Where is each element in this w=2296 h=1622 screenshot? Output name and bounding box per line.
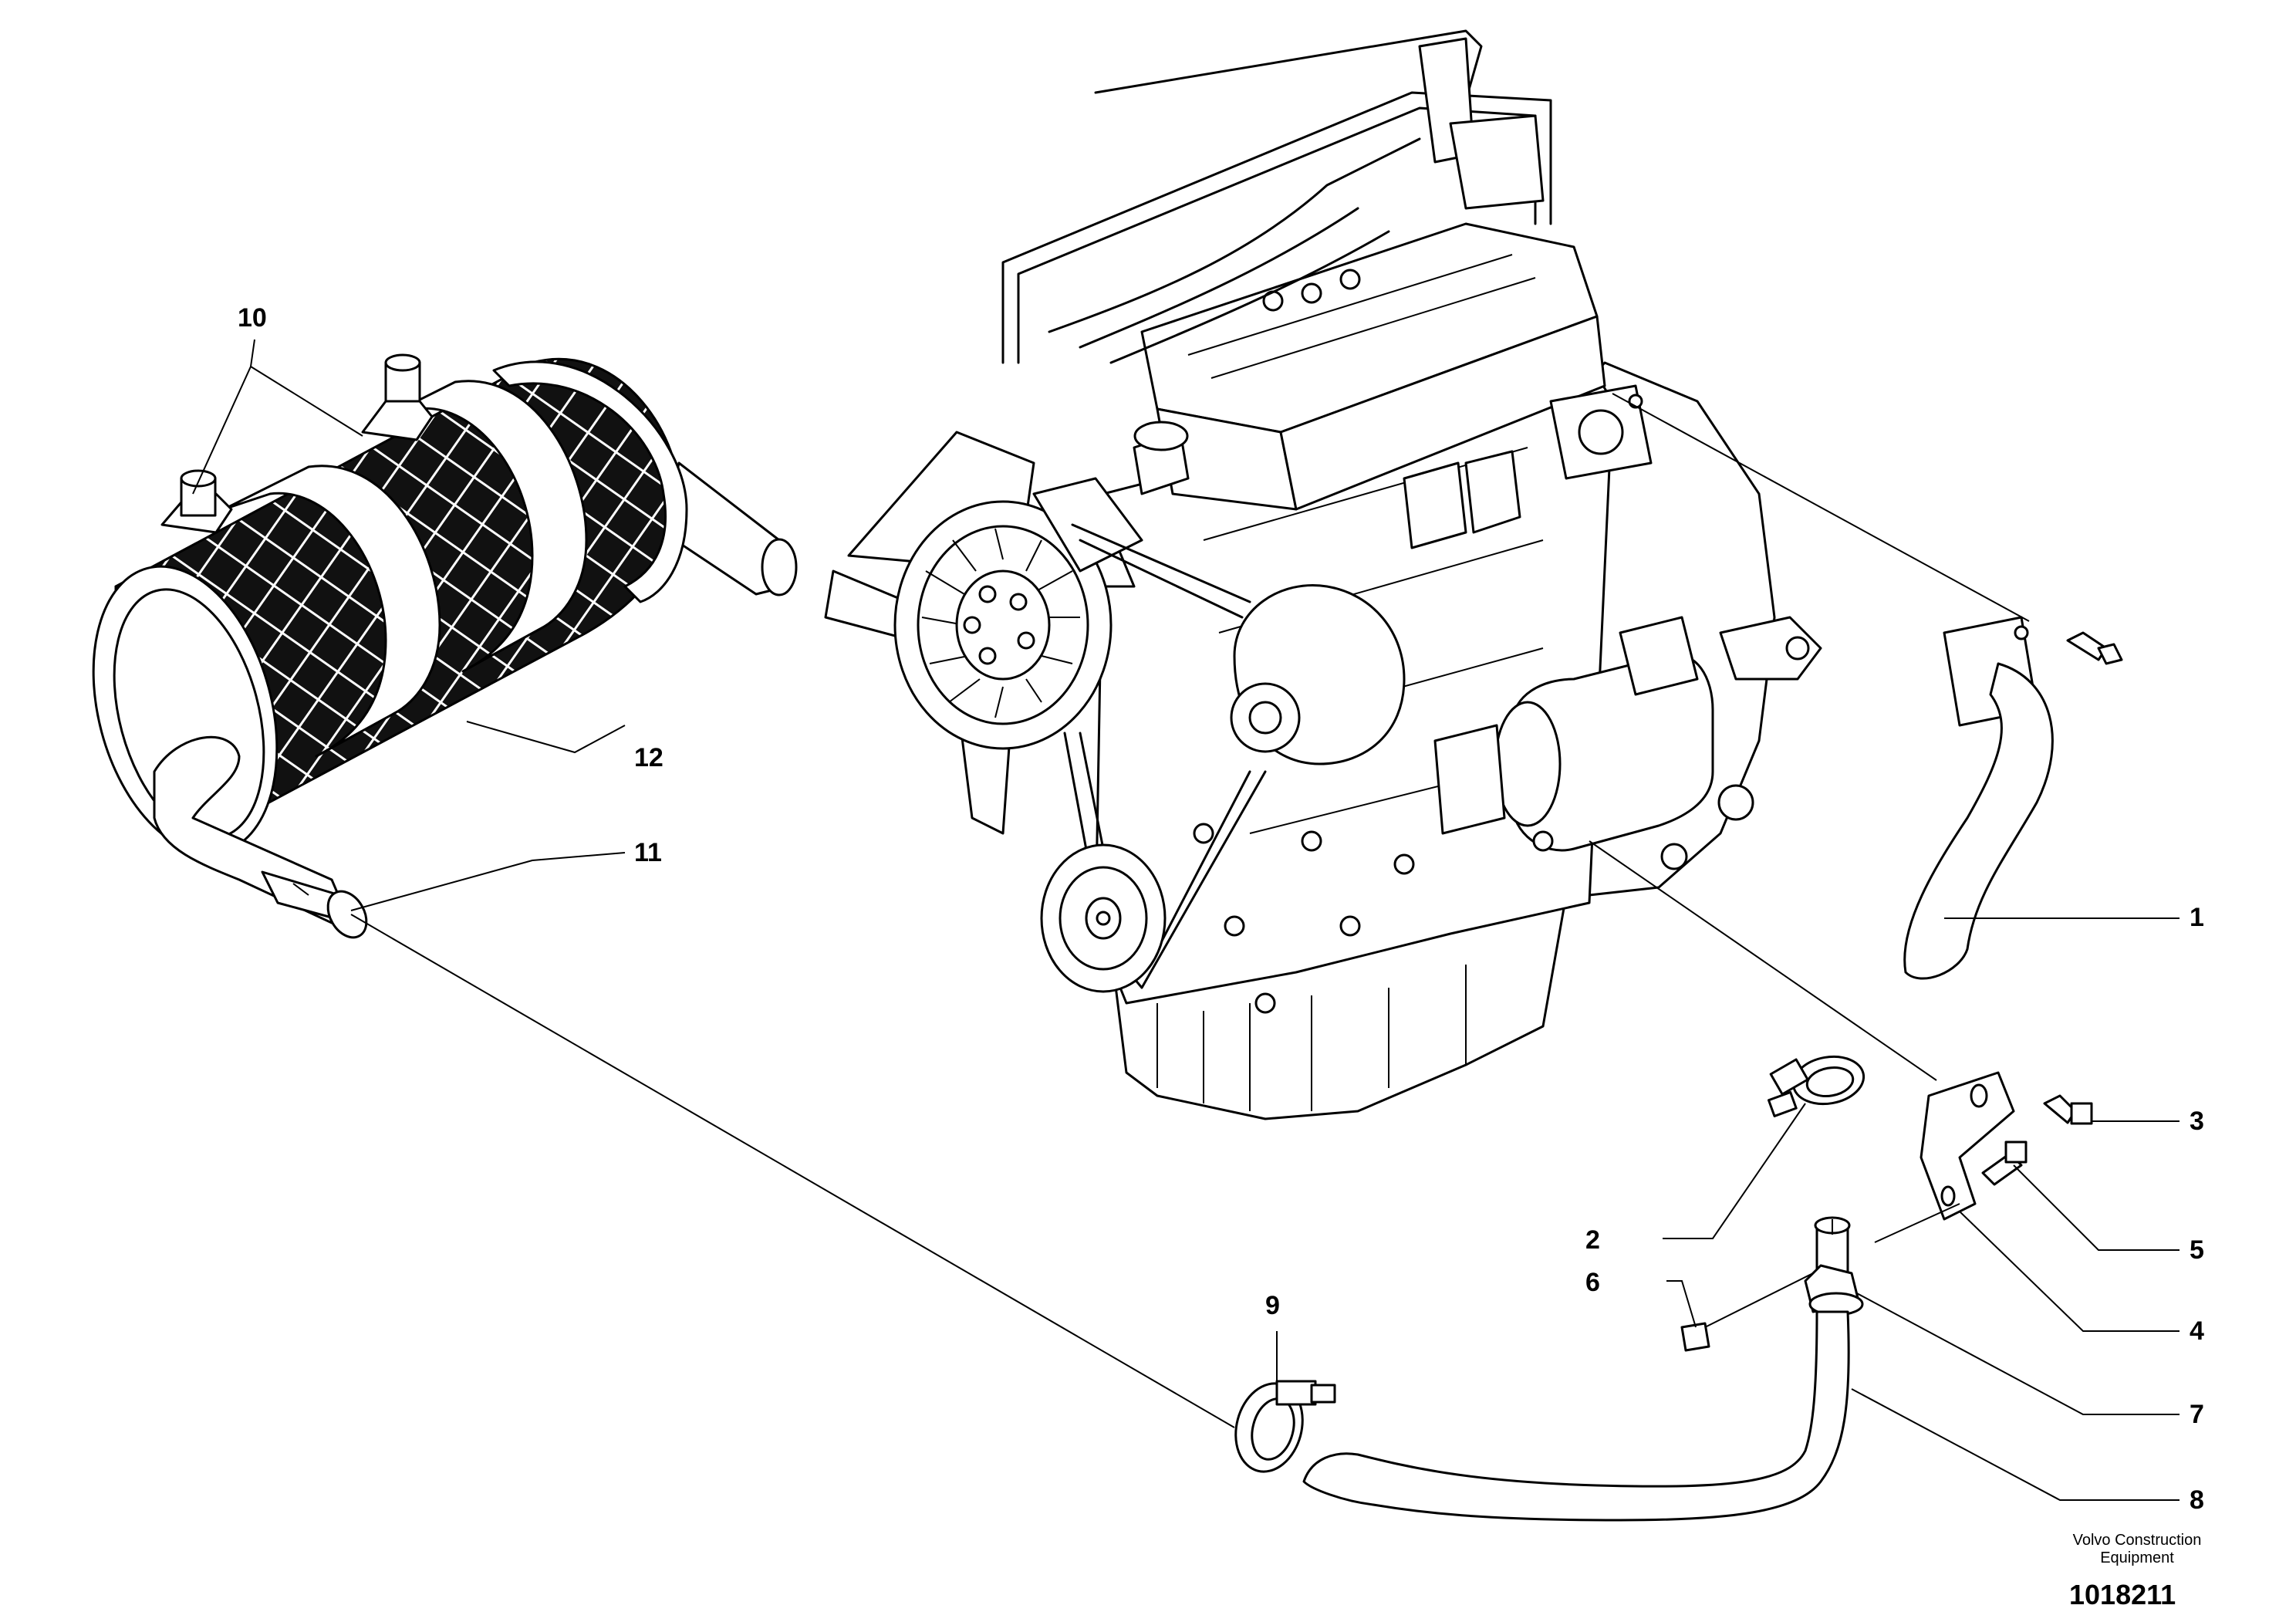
engine-assembly [824, 29, 1822, 1120]
drawing-number: 1018211 [2069, 1579, 2176, 1610]
callout-12: 12 [634, 743, 663, 772]
callout-9: 9 [1265, 1291, 1280, 1320]
callout-4: 4 [2190, 1316, 2204, 1346]
callout-5: 5 [2190, 1235, 2204, 1265]
muffler-assembly [92, 353, 798, 939]
callout-1: 1 [2190, 903, 2204, 932]
callout-3: 3 [2190, 1107, 2204, 1136]
callout-6: 6 [1585, 1268, 1600, 1297]
leader-lines [192, 339, 2180, 1501]
manufacturer-credit: Volvo Construction Equipment [2044, 1532, 2230, 1567]
callout-7: 7 [2190, 1400, 2204, 1429]
callout-10: 10 [238, 303, 267, 333]
callout-2: 2 [1585, 1225, 1600, 1255]
callout-11: 11 [634, 838, 662, 867]
credit-line-1: Volvo Construction [2072, 1532, 2202, 1549]
lower-pipe-parts [1234, 1055, 2093, 1522]
callout-8: 8 [2190, 1485, 2204, 1515]
exhaust-pipe-1 [1903, 616, 2123, 980]
credit-line-2: Equipment [2100, 1549, 2174, 1566]
